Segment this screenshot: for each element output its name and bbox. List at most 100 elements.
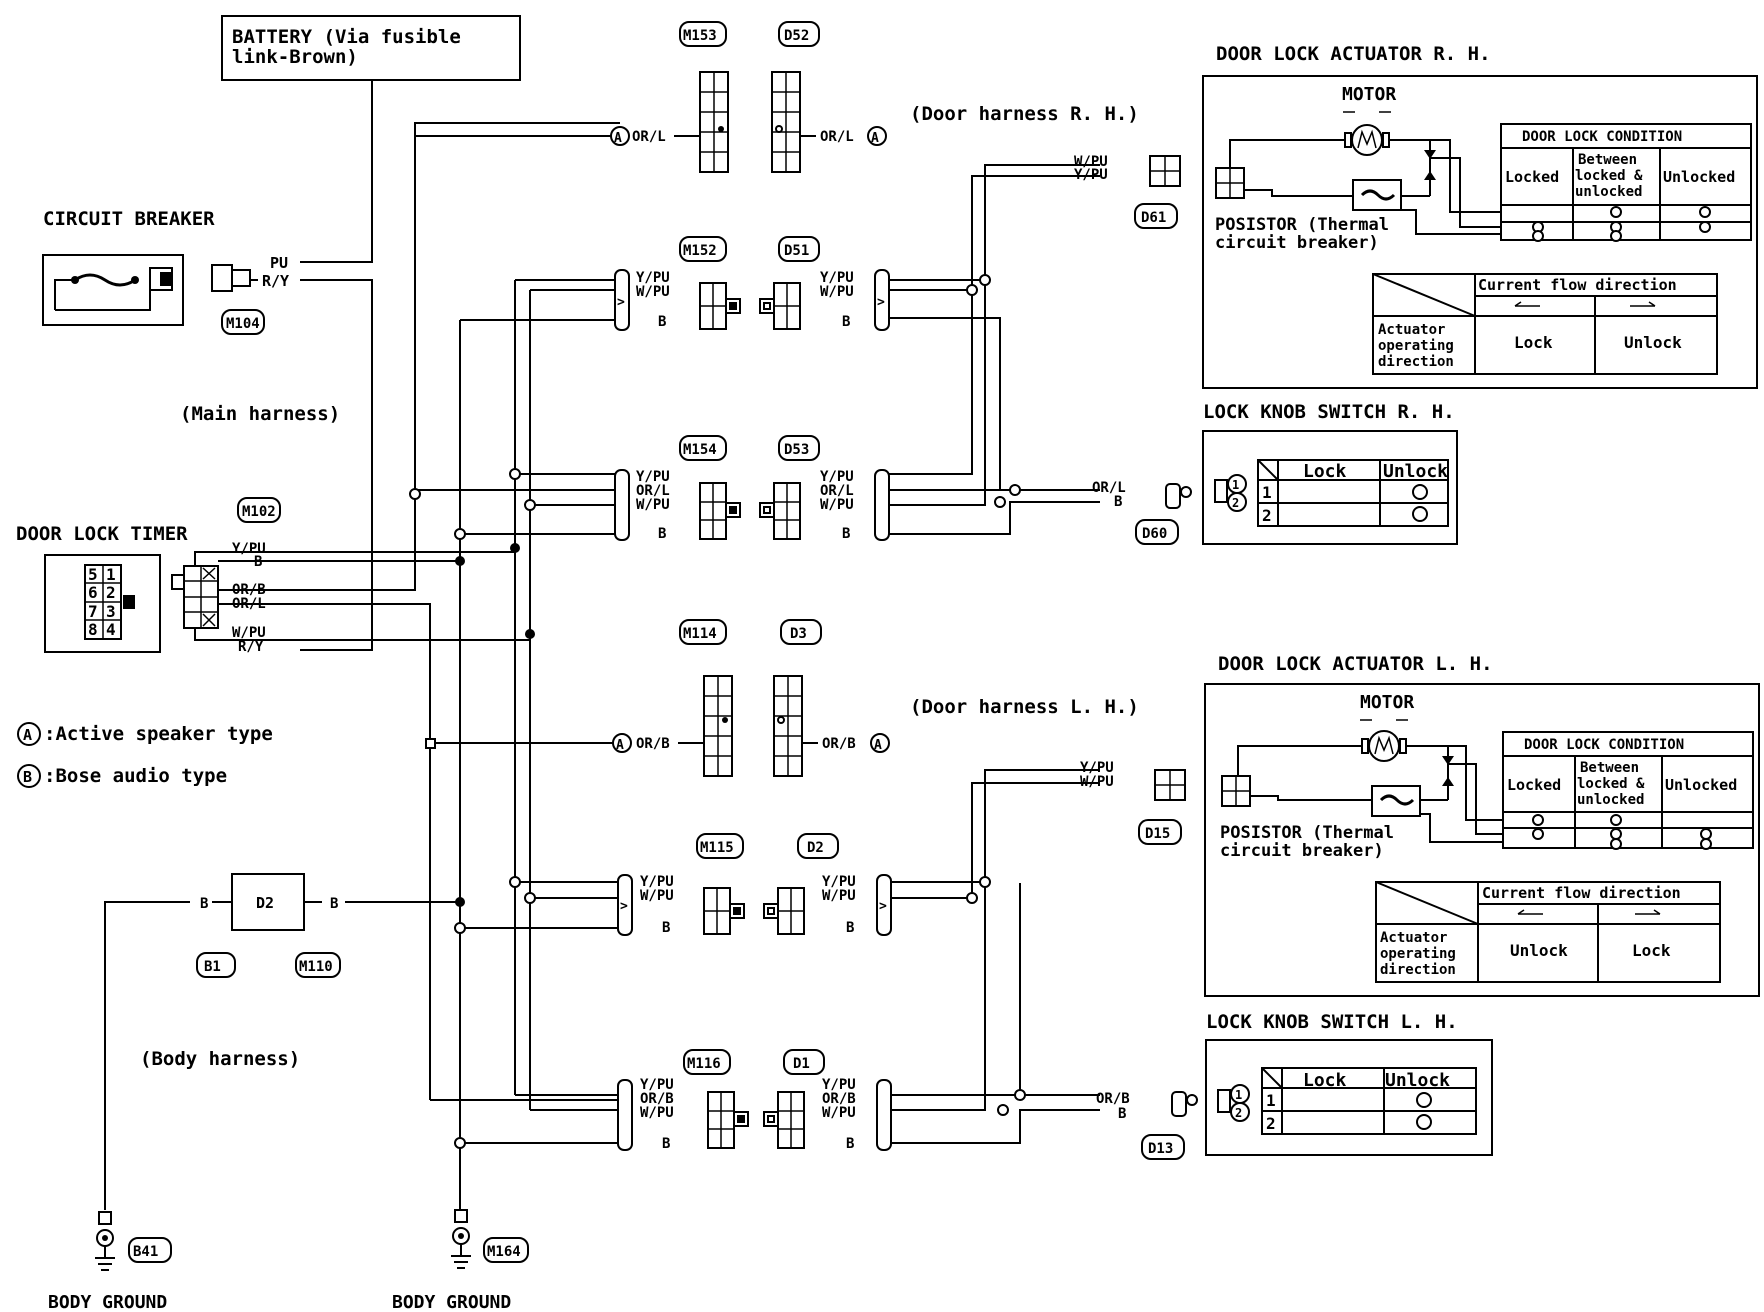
m153-badge	[679, 21, 727, 47]
svg-text:A: A	[871, 131, 879, 146]
actuator-lh-flow-table	[1375, 881, 1721, 983]
d61-connector	[1149, 155, 1181, 187]
svg-text:OR/B: OR/B	[822, 736, 856, 752]
svg-text:B: B	[200, 896, 208, 912]
m152-connector	[699, 282, 741, 330]
d2-connector	[763, 887, 805, 935]
svg-text:OR/L: OR/L	[636, 483, 670, 499]
m104-badge-label: M104	[226, 316, 260, 332]
svg-text:>: >	[877, 295, 885, 310]
svg-text:W/PU: W/PU	[1074, 154, 1108, 170]
m116-badge	[683, 1049, 731, 1075]
svg-text:1: 1	[1262, 483, 1272, 502]
ypu-rh-wire	[300, 473, 520, 553]
svg-text:D60: D60	[1142, 526, 1167, 542]
d3-badge	[780, 619, 822, 645]
svg-text:Unlock: Unlock	[1624, 333, 1682, 352]
legend-b-label: :Bose audio type	[44, 765, 227, 787]
knob-lh-table	[1261, 1067, 1477, 1135]
circuit-breaker-title: CIRCUIT BREAKER	[43, 208, 215, 230]
svg-text:OR/B: OR/B	[1096, 1091, 1130, 1107]
svg-text:locked &: locked &	[1577, 776, 1645, 792]
svg-text:Actuator: Actuator	[1380, 930, 1447, 946]
svg-text:Y/PU: Y/PU	[1074, 167, 1108, 183]
svg-text:D61: D61	[1141, 210, 1166, 226]
svg-text:B: B	[658, 314, 666, 330]
svg-text:OR/B: OR/B	[636, 736, 670, 752]
svg-text:B41: B41	[133, 1244, 158, 1260]
svg-text:W/PU: W/PU	[1080, 774, 1114, 790]
svg-text:7: 7	[88, 602, 98, 621]
m154-badge	[679, 435, 727, 461]
svg-text:D53: D53	[784, 442, 809, 458]
actuator-rh-condition-table	[1401, 123, 1752, 242]
body-harness-label: (Body harness)	[140, 1048, 300, 1070]
svg-text:B: B	[1114, 494, 1122, 510]
svg-text:Lock: Lock	[1514, 333, 1553, 352]
main-harness-label: (Main harness)	[180, 403, 340, 425]
svg-text:Unlock: Unlock	[1385, 1070, 1450, 1091]
svg-text:M152: M152	[683, 243, 717, 259]
svg-text:B: B	[846, 920, 854, 936]
svg-text:>: >	[620, 899, 628, 914]
svg-text:OR/B: OR/B	[640, 1091, 674, 1107]
m104-pin-pu: PU	[270, 254, 288, 272]
svg-text:1: 1	[1235, 1088, 1242, 1102]
d13-badge	[1141, 1134, 1185, 1160]
m115-badge	[696, 833, 744, 859]
d15-connector	[1154, 769, 1186, 801]
svg-text:M114: M114	[683, 626, 717, 642]
timer-wire-ypu: Y/PU	[232, 541, 266, 557]
d1-shell	[876, 1079, 892, 1151]
m114-badge	[679, 619, 727, 645]
svg-text:operating: operating	[1378, 338, 1454, 354]
junction-dots	[409, 468, 536, 1149]
actuator-rh-cond-title: DOOR LOCK CONDITION	[1522, 129, 1682, 145]
legend-b-marker	[17, 764, 41, 788]
a-marker-d3	[870, 733, 890, 753]
m116-shell	[617, 1079, 633, 1151]
body-ground-label-right: BODY GROUND	[392, 1292, 511, 1312]
svg-text:Unlocked: Unlocked	[1665, 776, 1737, 794]
svg-text:Y/PU: Y/PU	[822, 874, 856, 890]
svg-text:A: A	[874, 738, 882, 753]
actuator-lh-condition-table	[1420, 731, 1754, 850]
svg-text:M110: M110	[299, 959, 333, 975]
svg-text:Current flow direction: Current flow direction	[1482, 884, 1681, 902]
a-marker-d52	[867, 126, 887, 146]
bus-wires	[414, 123, 620, 1210]
svg-text:1: 1	[106, 565, 116, 584]
svg-text:Current flow direction: Current flow direction	[1478, 276, 1677, 294]
svg-text:B1: B1	[204, 959, 221, 975]
lh-door-wires	[891, 769, 1100, 1144]
svg-text:unlocked: unlocked	[1575, 184, 1642, 200]
svg-text:B: B	[658, 526, 666, 542]
door-harness-lh-label: (Door harness L. H.)	[910, 696, 1139, 718]
svg-text:Between: Between	[1580, 760, 1639, 776]
svg-text:OR/L: OR/L	[820, 483, 854, 499]
svg-text:Y/PU: Y/PU	[636, 270, 670, 286]
svg-text:Locked: Locked	[1507, 776, 1561, 794]
svg-text:Lock: Lock	[1303, 461, 1347, 482]
m154-shell	[614, 469, 630, 541]
d1-badge	[783, 1049, 825, 1075]
m115-connector	[703, 887, 745, 935]
svg-text:W/PU: W/PU	[636, 284, 670, 300]
svg-text:B: B	[662, 1136, 670, 1152]
actuator-rh-title: DOOR LOCK ACTUATOR R. H.	[1216, 43, 1491, 65]
svg-text:D13: D13	[1148, 1141, 1173, 1157]
m114-connector	[703, 675, 733, 777]
svg-text:OR/L: OR/L	[1092, 480, 1126, 496]
legend-a-marker	[17, 722, 41, 746]
svg-text:W/PU: W/PU	[636, 497, 670, 513]
svg-text:OR/L: OR/L	[820, 129, 854, 145]
m110-badge	[295, 952, 341, 978]
svg-text:D1: D1	[793, 1056, 810, 1072]
svg-text:1: 1	[1232, 478, 1239, 492]
m104-badge	[221, 309, 265, 335]
svg-text:B: B	[842, 314, 850, 330]
d13-connector	[1171, 1091, 1198, 1117]
svg-text:D2: D2	[807, 840, 824, 856]
body-ground-left	[95, 1211, 115, 1271]
svg-text:D51: D51	[784, 243, 809, 259]
